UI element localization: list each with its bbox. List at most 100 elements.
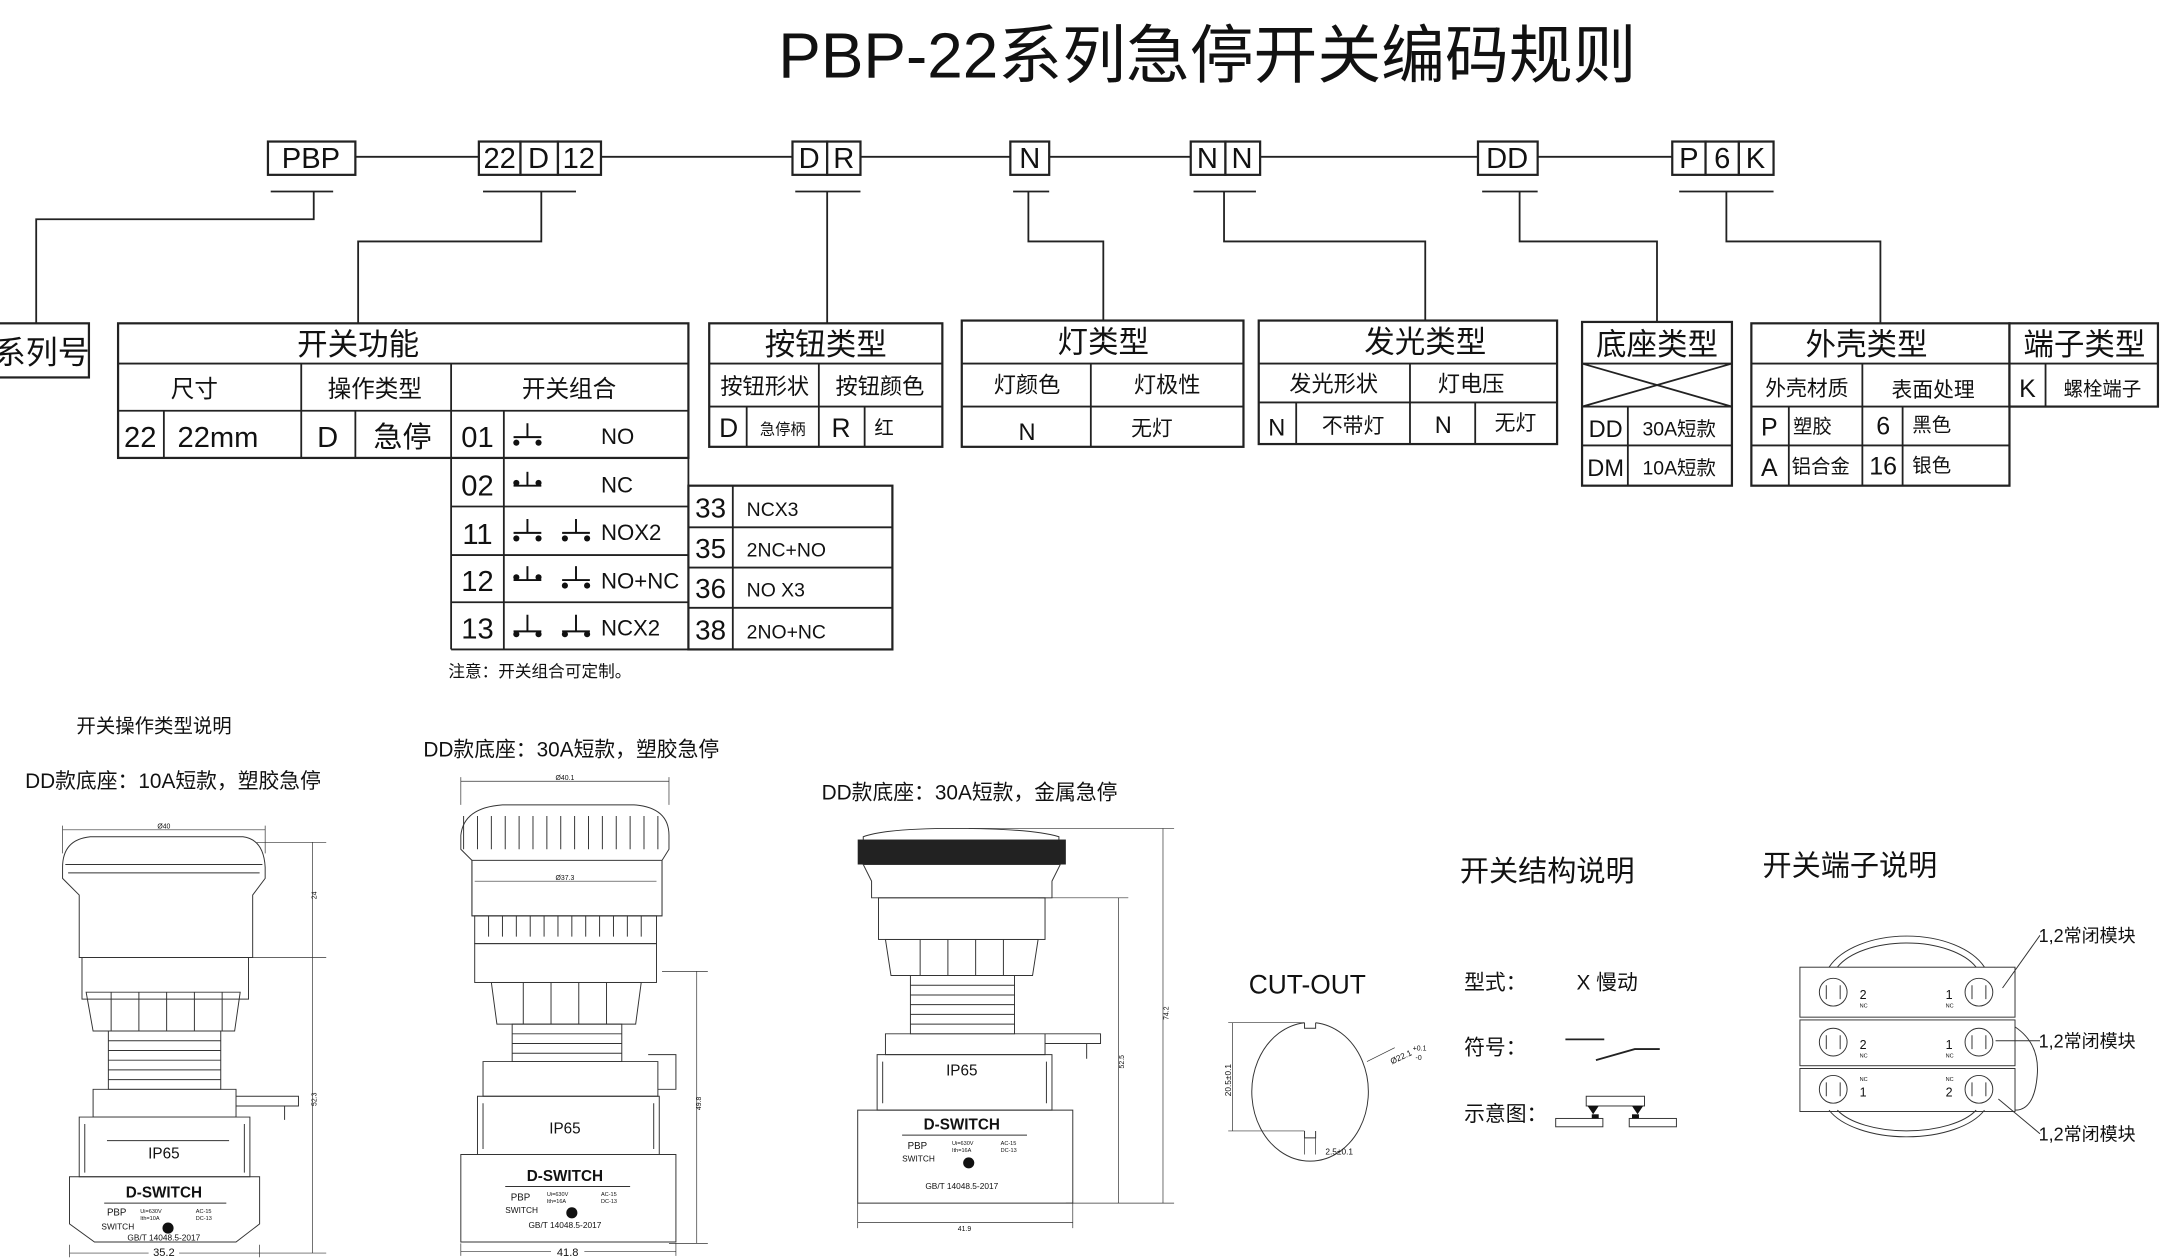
header-lamp-voltage: 灯电压 (1438, 371, 1505, 396)
base-title: 底座类型 (1596, 328, 1718, 362)
model-label: SWITCH (101, 1221, 134, 1231)
code-shell: P (1679, 143, 1698, 175)
code-size: 22 (483, 143, 515, 175)
model-label: PBP (107, 1208, 126, 1219)
header-size: 尺寸 (171, 376, 218, 402)
size-code: 22 (124, 422, 156, 454)
rating-ith: Ith=10A (140, 1216, 160, 1222)
module-label: 1,2常闭模块 (2039, 926, 2136, 946)
lamp-value: 无灯 (1131, 418, 1173, 441)
code-row: PBP 22 D 12 D R N N N DD P 6 K (35, 140, 1882, 327)
ip-rating-label: IP65 (946, 1062, 977, 1079)
lamp-table: 灯类型 灯颜色 灯极性 N 无灯 (960, 319, 1245, 448)
base-table: 底座类型 DD 30A短款 DM 10A短款 (1580, 320, 1734, 487)
nc-contact-icon (512, 565, 543, 582)
op-type-title: 开关操作类型说明 (76, 716, 231, 738)
terminal-nc: NC (1860, 1053, 1868, 1059)
dim-diameter: Ø40 (157, 823, 170, 830)
leader-shell (1679, 190, 1882, 324)
function-table: 开关功能 尺寸 操作类型 开关组合 22 22mm D 急停 01 02 11 … (116, 322, 894, 681)
leader-series (35, 190, 334, 327)
button-title: 按钮类型 (765, 328, 887, 362)
code-terminal: K (1746, 143, 1766, 175)
voltage-code: N (1435, 412, 1452, 438)
standard-label: GB/T 14048.5-2017 (925, 1181, 998, 1191)
terminal-nc: NC (1946, 1077, 1954, 1083)
header-shell-material: 外壳材质 (1765, 377, 1848, 400)
brand-logo: D-SWITCH (126, 1185, 202, 1202)
base-value: 10A短款 (1643, 458, 1716, 480)
switch-drawing-10a-plastic: IP65 D-SWITCH PBP SWITCH Ui=630V Ith=10A… (62, 823, 327, 1259)
dim-width: 41.9 (958, 1226, 972, 1233)
combo-note: 注意：开关组合可定制。 (448, 662, 631, 681)
terminal-number: 2 (1860, 1038, 1867, 1052)
leader-lamp (1013, 190, 1105, 321)
rating-ui: Ui=630V (140, 1209, 162, 1215)
combo-code: 02 (461, 470, 493, 502)
diagram-label: 示意图： (1464, 1103, 1547, 1126)
shell-value: 塑胶 (1793, 416, 1832, 438)
combo-label: NO (601, 424, 634, 449)
dim-height: 52.3 (312, 1092, 319, 1106)
glow-shape-value: 不带灯 (1322, 415, 1384, 438)
leader-base (1482, 190, 1658, 322)
nc-contact-icon (512, 470, 543, 487)
switch-drawing-30a-metal: IP65 D-SWITCH PBP SWITCH Ui=630V Ith=16A… (857, 827, 1175, 1233)
code-combo: 12 (563, 143, 595, 175)
rating-ui: Ui=630V (547, 1192, 569, 1198)
surface-value: 银色 (1912, 455, 1951, 477)
code-surface: 6 (1714, 143, 1730, 175)
code-btn-shape: D (799, 143, 820, 175)
combo-code: 33 (695, 493, 726, 524)
nc-contact-icon (560, 613, 592, 639)
leader-glow (1193, 190, 1427, 321)
symbol-label: 符号： (1464, 1037, 1526, 1060)
terminal-value: 螺栓端子 (2064, 378, 2142, 400)
header-glow-shape: 发光形状 (1289, 371, 1378, 396)
combo-code: 35 (695, 533, 726, 564)
header-btn-color: 按钮颜色 (836, 374, 925, 399)
dim-width: 41.8 (557, 1247, 579, 1259)
combo-code: 36 (695, 573, 726, 604)
dim-height: 49.8 (696, 1097, 703, 1111)
module-label: 1,2常闭模块 (2039, 1125, 2136, 1145)
dim-diameter: Ø22.1 (1389, 1047, 1414, 1066)
lamp-title: 灯类型 (1058, 325, 1150, 359)
combo-code: 12 (461, 566, 493, 598)
brand-logo: D-SWITCH (527, 1168, 603, 1185)
base-value: 30A短款 (1643, 419, 1716, 441)
combo-label: NCX2 (601, 616, 660, 641)
terminal-screws (1818, 977, 1994, 1104)
rating-dc: DC-13 (601, 1199, 617, 1205)
header-op-type: 操作类型 (328, 376, 422, 402)
terminal-nc: NC (1946, 1053, 1954, 1059)
dim-diameter: Ø37.3 (555, 875, 574, 882)
glow-title: 发光类型 (1364, 325, 1486, 359)
nc-contact-icon (512, 613, 543, 639)
code-glow-voltage: N (1232, 143, 1253, 175)
combo-code: 13 (461, 613, 493, 645)
shell-code: A (1761, 454, 1778, 482)
shell-value: 铝合金 (1792, 456, 1850, 478)
surface-code: 16 (1869, 453, 1897, 481)
leader-function (357, 190, 577, 324)
button-table: 按钮类型 按钮形状 按钮颜色 D 急停柄 R 红 (708, 322, 944, 448)
rating-ac: AC-15 (1001, 1141, 1017, 1147)
dim-tolerance: -0 (1416, 1055, 1422, 1062)
brand-logo: D-SWITCH (924, 1117, 1000, 1134)
dim-height: 52.5 (1119, 1055, 1126, 1069)
header-btn-shape: 按钮形状 (720, 374, 809, 399)
terminal-number: 1 (1860, 1085, 1867, 1099)
switch-drawing-30a-plastic: IP65 D-SWITCH PBP SWITCH Ui=630V Ith=16A… (460, 775, 708, 1259)
ccc-mark-icon (162, 1222, 174, 1234)
terminal-number: 1 (1946, 1038, 1953, 1052)
model-label: PBP (908, 1141, 927, 1152)
terminal-table: 端子类型 K 螺栓端子 (2008, 322, 2160, 408)
code-btn-color: R (833, 143, 854, 175)
size-value: 22mm (178, 422, 259, 454)
surface-value: 黑色 (1912, 415, 1951, 437)
base-code: DM (1587, 455, 1624, 481)
page-title: PBP-22系列急停开关编码规则 (778, 20, 1636, 92)
model-label: SWITCH (902, 1153, 935, 1163)
